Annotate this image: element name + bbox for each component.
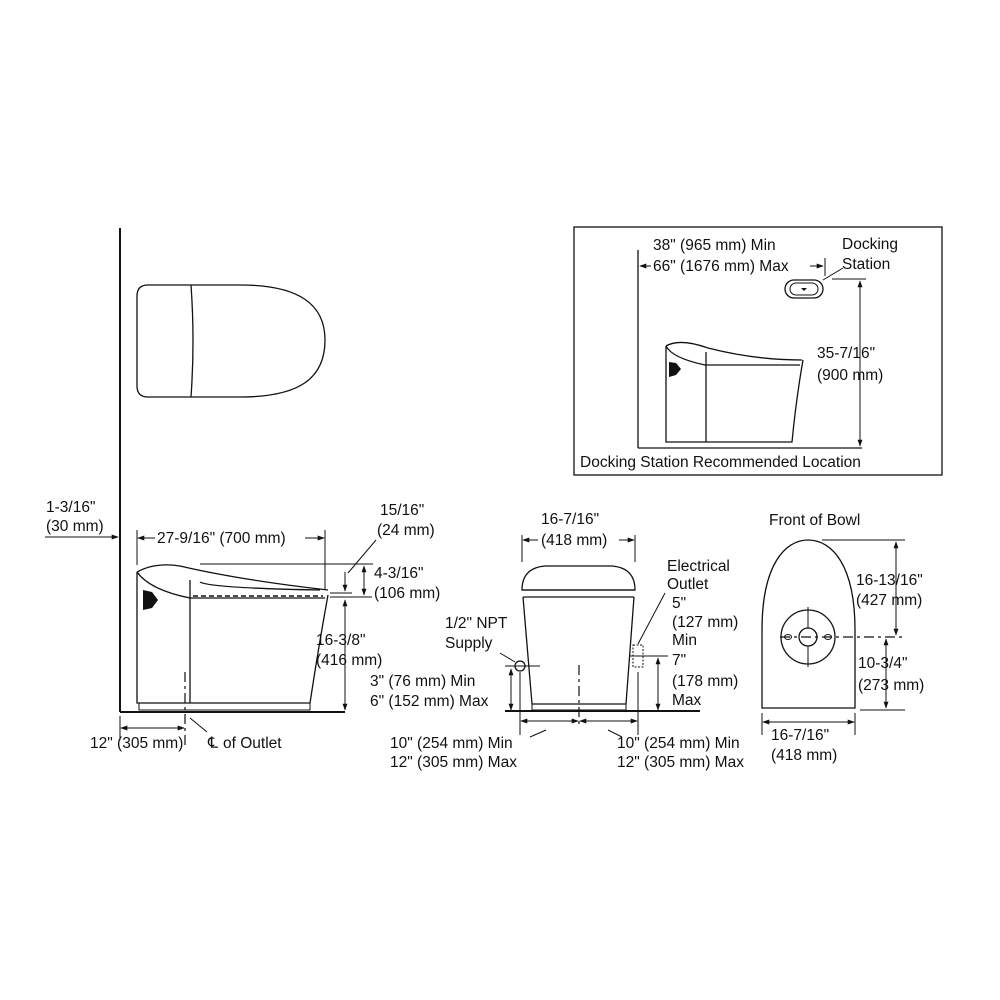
- front-width-in: 16-7/16": [541, 511, 599, 528]
- lid-height-mm: (106 mm): [374, 585, 440, 602]
- rim-height-in: 16-3/8": [316, 632, 365, 649]
- electrical-min-in: 5": [672, 595, 686, 612]
- inset-distance-max: 66" (1676 mm) Max: [653, 258, 789, 275]
- bowl-outlet-to-back-mm: (273 mm): [858, 677, 924, 694]
- inset-height-mm: (900 mm): [817, 367, 883, 384]
- front-width-mm: (418 mm): [541, 532, 607, 549]
- inset-distance-min: 38" (965 mm) Min: [653, 237, 776, 254]
- bowl-front-to-outlet-mm: (427 mm): [856, 592, 922, 609]
- docking-station-icon: [784, 279, 824, 299]
- electrical-max-label: Max: [672, 692, 702, 709]
- centerline-symbol: ℄: [207, 735, 219, 752]
- bowl-plan-view: [761, 539, 905, 709]
- seat-gap-mm: (24 mm): [377, 522, 435, 539]
- lid-height-in: 4-3/16": [374, 565, 423, 582]
- electrical-max-mm: (178 mm): [672, 673, 738, 690]
- bowl-title: Front of Bowl: [769, 512, 860, 529]
- bowl-width-mm: (418 mm): [771, 747, 837, 764]
- right-offset-min: 10" (254 mm) Min: [617, 735, 740, 752]
- front-view-toilet: [505, 565, 700, 725]
- side-length: 27-9/16" (700 mm): [157, 530, 286, 547]
- side-view-toilet: [136, 564, 329, 745]
- supply-label-1: 1/2" NPT: [445, 615, 508, 632]
- inset-height-in: 35-7/16": [817, 345, 875, 362]
- inset-title: Docking Station Recommended Location: [580, 454, 861, 471]
- rough-in: 12" (305 mm): [90, 735, 183, 752]
- side-view-dimensions: [45, 530, 377, 740]
- docking-station-inset: [573, 226, 943, 476]
- right-offset-max: 12" (305 mm) Max: [617, 754, 744, 771]
- electrical-max-in: 7": [672, 652, 686, 669]
- electrical-min-mm: (127 mm): [672, 614, 738, 631]
- outlet-centerline-label: of Outlet: [223, 735, 282, 752]
- electrical-min-label: Min: [672, 632, 697, 649]
- electrical-label-2: Outlet: [667, 576, 709, 593]
- side-panel-icon: [143, 590, 158, 610]
- inset-docking-label-1: Docking: [842, 236, 898, 253]
- left-offset-min: 10" (254 mm) Min: [390, 735, 513, 752]
- seat-gap-in: 15/16": [380, 502, 424, 519]
- supply-height-min: 3" (76 mm) Min: [370, 673, 475, 690]
- rim-height-mm: (416 mm): [316, 652, 382, 669]
- supply-height-max: 6" (152 mm) Max: [370, 693, 489, 710]
- supply-label-2: Supply: [445, 635, 493, 652]
- inset-docking-label-2: Station: [842, 256, 890, 273]
- electrical-label-1: Electrical: [667, 558, 730, 575]
- wall-offset-mm: (30 mm): [46, 518, 104, 535]
- bowl-front-to-outlet-in: 16-13/16": [856, 572, 923, 589]
- wall-offset-in: 1-3/16": [46, 499, 95, 516]
- bowl-dimensions: [761, 539, 905, 735]
- front-view-dimensions: [499, 535, 668, 738]
- bowl-outlet-to-back-in: 10-3/4": [858, 655, 907, 672]
- top-view-outline: [136, 284, 326, 398]
- left-offset-max: 12" (305 mm) Max: [390, 754, 517, 771]
- bowl-width-in: 16-7/16": [771, 727, 829, 744]
- wall-and-floor: [119, 228, 345, 713]
